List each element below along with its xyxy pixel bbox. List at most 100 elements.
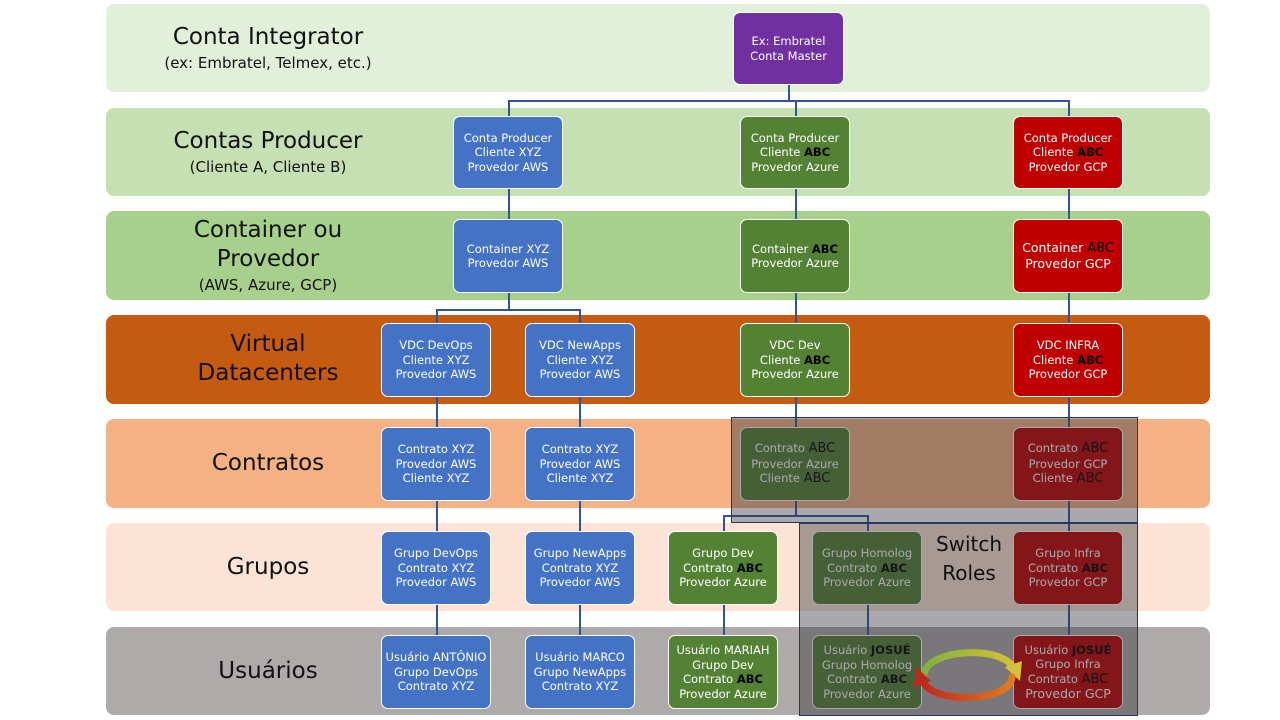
connector-vdc-contrato-azure xyxy=(795,396,797,428)
node-user-mariah[interactable]: Usuário MARIAH Grupo Dev Contrato ABC Pr… xyxy=(668,635,778,709)
label-container: Container ou Provedor (AWS, Azure, GCP) xyxy=(108,216,428,296)
node-producer-abc-azure-line3: Provedor Azure xyxy=(751,159,839,174)
node-grupo-infra-line1: Grupo Infra xyxy=(1035,546,1101,561)
contrato-prefix: Contrato xyxy=(683,672,737,686)
contrato-prefix: Contrato xyxy=(1028,560,1082,575)
label-producer-subtitle: (Cliente A, Cliente B) xyxy=(189,158,347,176)
client-abc-highlight: ABC xyxy=(1081,671,1109,687)
node-conta-master[interactable]: Ex: Embratel Conta Master xyxy=(733,12,844,85)
node-user-josue-infra[interactable]: Usuário JOSUÉ Grupo Infra Contrato ABC P… xyxy=(1013,635,1123,709)
cliente-prefix: Cliente xyxy=(1032,352,1077,367)
client-abc-highlight: ABC xyxy=(1076,352,1104,367)
node-conta-master-line2: Conta Master xyxy=(750,48,827,63)
container-prefix: Container xyxy=(752,241,812,256)
node-user-antonio[interactable]: Usuário ANTÔNIO Grupo DevOps Contrato XY… xyxy=(381,635,491,709)
node-producer-abc-gcp-line3: Provedor GCP xyxy=(1028,159,1108,174)
client-abc-highlight: ABC xyxy=(1076,471,1104,487)
node-contrato-xyz-devops-line3: Cliente XYZ xyxy=(402,471,470,486)
node-vdc-newapps-line1: VDC NewApps xyxy=(539,338,621,353)
node-container-abc-azure-line1: Container ABC xyxy=(741,242,849,257)
node-vdc-devops[interactable]: VDC DevOps Cliente XYZ Provedor AWS xyxy=(381,323,491,397)
node-producer-xyz-line3: Provedor AWS xyxy=(467,159,549,174)
node-user-mariah-line3: Contrato ABC xyxy=(669,672,777,687)
node-producer-abc-azure[interactable]: Conta Producer Cliente ABC Provedor Azur… xyxy=(740,116,850,189)
node-vdc-devops-line3: Provedor AWS xyxy=(395,367,477,382)
connector-to-producer-azure xyxy=(795,100,797,117)
contrato-prefix: Contrato xyxy=(827,672,881,686)
connector-container-vdc-gcp xyxy=(1068,292,1070,324)
node-user-marco[interactable]: Usuário MARCO Grupo NewApps Contrato XYZ xyxy=(525,635,635,709)
node-vdc-newapps-line2: Cliente XYZ xyxy=(546,352,614,367)
node-producer-abc-gcp-line2: Cliente ABC xyxy=(1014,145,1122,160)
cliente-prefix: Cliente xyxy=(759,471,804,486)
node-contrato-abc-gcp-line2: Provedor GCP xyxy=(1028,456,1108,471)
node-producer-abc-azure-line1: Conta Producer xyxy=(750,130,840,145)
node-grupo-devops[interactable]: Grupo DevOps Contrato XYZ Provedor AWS xyxy=(381,531,491,605)
node-grupo-newapps-line2: Contrato XYZ xyxy=(541,560,619,575)
connector-vdc-contrato-gcp xyxy=(1068,396,1070,428)
connector-container-xyz-down xyxy=(508,292,510,309)
node-user-marco-line3: Contrato XYZ xyxy=(541,679,619,694)
label-integrator: Conta Integrator (ex: Embratel, Telmex, … xyxy=(108,23,428,74)
connector-contrato-azure-down xyxy=(795,500,797,516)
node-container-xyz[interactable]: Container XYZ Provedor AWS xyxy=(453,219,563,293)
node-producer-xyz[interactable]: Conta Producer Cliente XYZ Provedor AWS xyxy=(453,116,563,189)
connector-contrato-grupo-devops xyxy=(436,500,438,532)
node-vdc-dev[interactable]: VDC Dev Cliente ABC Provedor Azure xyxy=(740,323,850,397)
node-container-abc-gcp-line1: Container ABC xyxy=(1014,240,1122,257)
label-container-title-line1: Container ou xyxy=(193,217,343,243)
client-abc-highlight: ABC xyxy=(1076,145,1104,160)
node-contrato-xyz-newapps[interactable]: Contrato XYZ Provedor AWS Cliente XYZ xyxy=(525,427,635,501)
node-grupo-dev-line1: Grupo Dev xyxy=(692,546,754,561)
node-user-josue-infra-line4: Provedor GCP xyxy=(1025,686,1111,701)
arrow-top-arc xyxy=(920,649,1018,679)
label-container-title-line2: Provedor xyxy=(216,246,320,272)
node-contrato-xyz-newapps-line2: Provedor AWS xyxy=(539,456,621,471)
node-user-josue-infra-line3: Contrato ABC xyxy=(1014,672,1122,688)
node-contrato-abc-gcp[interactable]: Contrato ABC Provedor GCP Cliente ABC xyxy=(1013,427,1123,501)
label-container-subtitle: (AWS, Azure, GCP) xyxy=(198,276,338,294)
node-grupo-homolog[interactable]: Grupo Homolog Contrato ABC Provedor Azur… xyxy=(812,531,922,605)
node-producer-abc-gcp-line1: Conta Producer xyxy=(1023,130,1113,145)
highlight-switch-roles-area xyxy=(799,523,1138,716)
node-grupo-devops-line2: Contrato XYZ xyxy=(397,560,475,575)
client-abc-highlight: ABC xyxy=(808,441,836,457)
node-contrato-abc-gcp-line3: Cliente ABC xyxy=(1014,471,1122,487)
contrato-prefix: Contrato xyxy=(827,560,881,575)
node-vdc-infra[interactable]: VDC INFRA Cliente ABC Provedor GCP xyxy=(1013,323,1123,397)
node-user-mariah-line4: Provedor Azure xyxy=(679,686,767,701)
node-container-abc-azure[interactable]: Container ABC Provedor Azure xyxy=(740,219,850,293)
label-producer: Contas Producer (Cliente A, Cliente B) xyxy=(108,127,428,178)
node-grupo-newapps[interactable]: Grupo NewApps Contrato XYZ Provedor AWS xyxy=(525,531,635,605)
node-grupo-devops-line3: Provedor AWS xyxy=(395,575,477,590)
connector-contrato-grupo-gcp xyxy=(1068,500,1070,532)
cliente-prefix: Cliente xyxy=(759,145,804,160)
label-usuarios-title: Usuários xyxy=(218,658,318,684)
switch-roles-label: Switch Roles xyxy=(916,530,1022,588)
node-producer-abc-gcp[interactable]: Conta Producer Cliente ABC Provedor GCP xyxy=(1013,116,1123,189)
connector-producer-container-azure xyxy=(795,188,797,220)
label-contratos: Contratos xyxy=(108,449,428,478)
node-grupo-infra-line2: Contrato ABC xyxy=(1014,561,1122,576)
node-contrato-abc-azure[interactable]: Contrato ABC Provedor Azure Cliente ABC xyxy=(740,427,850,501)
node-container-abc-gcp[interactable]: Container ABC Provedor GCP xyxy=(1013,219,1123,293)
node-vdc-newapps-line3: Provedor AWS xyxy=(539,367,621,382)
container-prefix: Container xyxy=(1022,240,1088,255)
client-abc-highlight: ABC xyxy=(803,352,831,367)
node-container-abc-azure-line2: Provedor Azure xyxy=(751,256,839,270)
node-user-josue-infra-line2: Grupo Infra xyxy=(1035,657,1101,671)
connector-to-producer-xyz xyxy=(508,100,510,117)
node-producer-xyz-line1: Conta Producer xyxy=(463,130,553,145)
node-grupo-infra[interactable]: Grupo Infra Contrato ABC Provedor GCP xyxy=(1013,531,1123,605)
client-abc-highlight: ABC xyxy=(1081,560,1108,575)
node-vdc-devops-line2: Cliente XYZ xyxy=(402,352,470,367)
node-contrato-abc-azure-line1: Contrato ABC xyxy=(741,441,849,457)
node-vdc-infra-line3: Provedor GCP xyxy=(1028,367,1108,382)
connector-to-producer-gcp xyxy=(1068,100,1070,117)
node-vdc-newapps[interactable]: VDC NewApps Cliente XYZ Provedor AWS xyxy=(525,323,635,397)
node-contrato-abc-azure-line3: Cliente ABC xyxy=(741,471,849,487)
cliente-prefix: Cliente xyxy=(1032,145,1077,160)
node-contrato-xyz-devops[interactable]: Contrato XYZ Provedor AWS Cliente XYZ xyxy=(381,427,491,501)
node-grupo-dev[interactable]: Grupo Dev Contrato ABC Provedor Azure xyxy=(668,531,778,605)
node-conta-master-line1: Ex: Embratel xyxy=(751,34,826,48)
